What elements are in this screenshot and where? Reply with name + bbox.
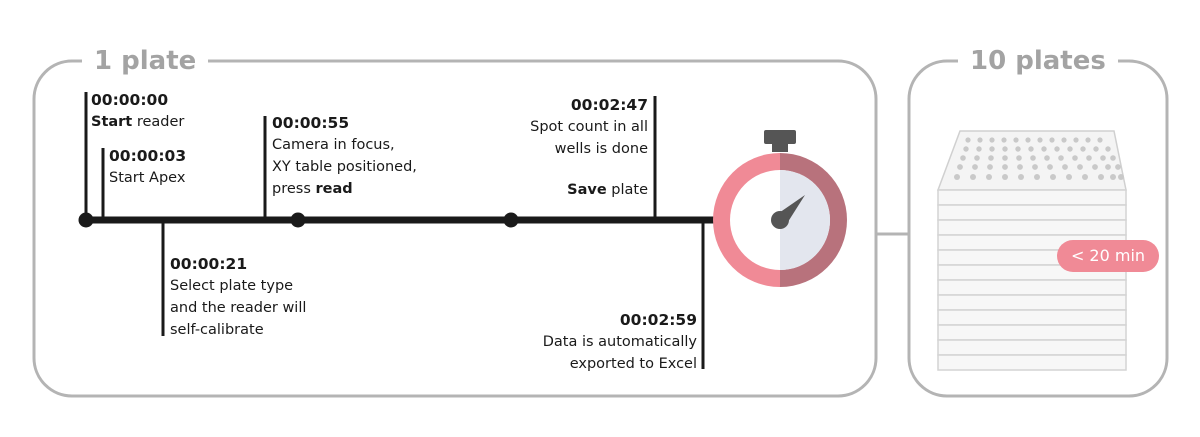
timeline-dot-1 (290, 212, 306, 228)
event-time: 00:02:59 (619, 311, 697, 329)
event-time: 00:00:03 (109, 147, 187, 165)
event-text: self-calibrate (170, 322, 264, 338)
duration-badge: < 20 min (1057, 240, 1159, 272)
event-text: Start Apex (109, 170, 186, 186)
event-text: Spot count in all (530, 119, 648, 135)
timeline-dot-start (78, 212, 94, 228)
event-text: Select plate type (170, 278, 294, 294)
event-time: 00:00:00 (91, 91, 169, 109)
event-text: wells is done (554, 141, 648, 157)
event-text: Camera in focus, (272, 137, 395, 153)
one-plate-title: 1 plate (82, 44, 209, 78)
event-time: 00:00:55 (272, 114, 350, 132)
event-text: and the reader will (170, 300, 307, 316)
event-spot-count: 00:02:47 Spot count in all wells is done… (530, 94, 648, 201)
event-bold-text: read (315, 181, 353, 197)
event-text: press (272, 181, 316, 197)
event-bold-text: Start (91, 114, 133, 130)
event-select-plate: 00:00:21 Select plate type and the reade… (170, 253, 306, 341)
event-text: plate (606, 182, 648, 198)
event-text: XY table positioned, (272, 159, 417, 175)
event-camera-focus: 00:00:55 Camera in focus, XY table posit… (272, 112, 417, 200)
event-start-apex: 00:00:03 Start Apex (109, 145, 186, 189)
event-time: 00:00:21 (170, 255, 248, 273)
event-start-reader: 00:00:00 Start reader (91, 89, 184, 133)
event-bold-text: Save (567, 182, 607, 198)
event-time: 00:02:47 (570, 96, 648, 114)
event-text: Data is automatically (542, 334, 697, 350)
ten-plates-title: 10 plates (958, 44, 1118, 78)
event-data-export: 00:02:59 Data is automatically exported … (543, 309, 697, 375)
event-text: reader (132, 114, 185, 130)
one-plate-frame (32, 59, 878, 398)
event-text: exported to Excel (569, 356, 697, 372)
timeline-dot-2 (503, 212, 519, 228)
stopwatch-icon (713, 130, 847, 287)
